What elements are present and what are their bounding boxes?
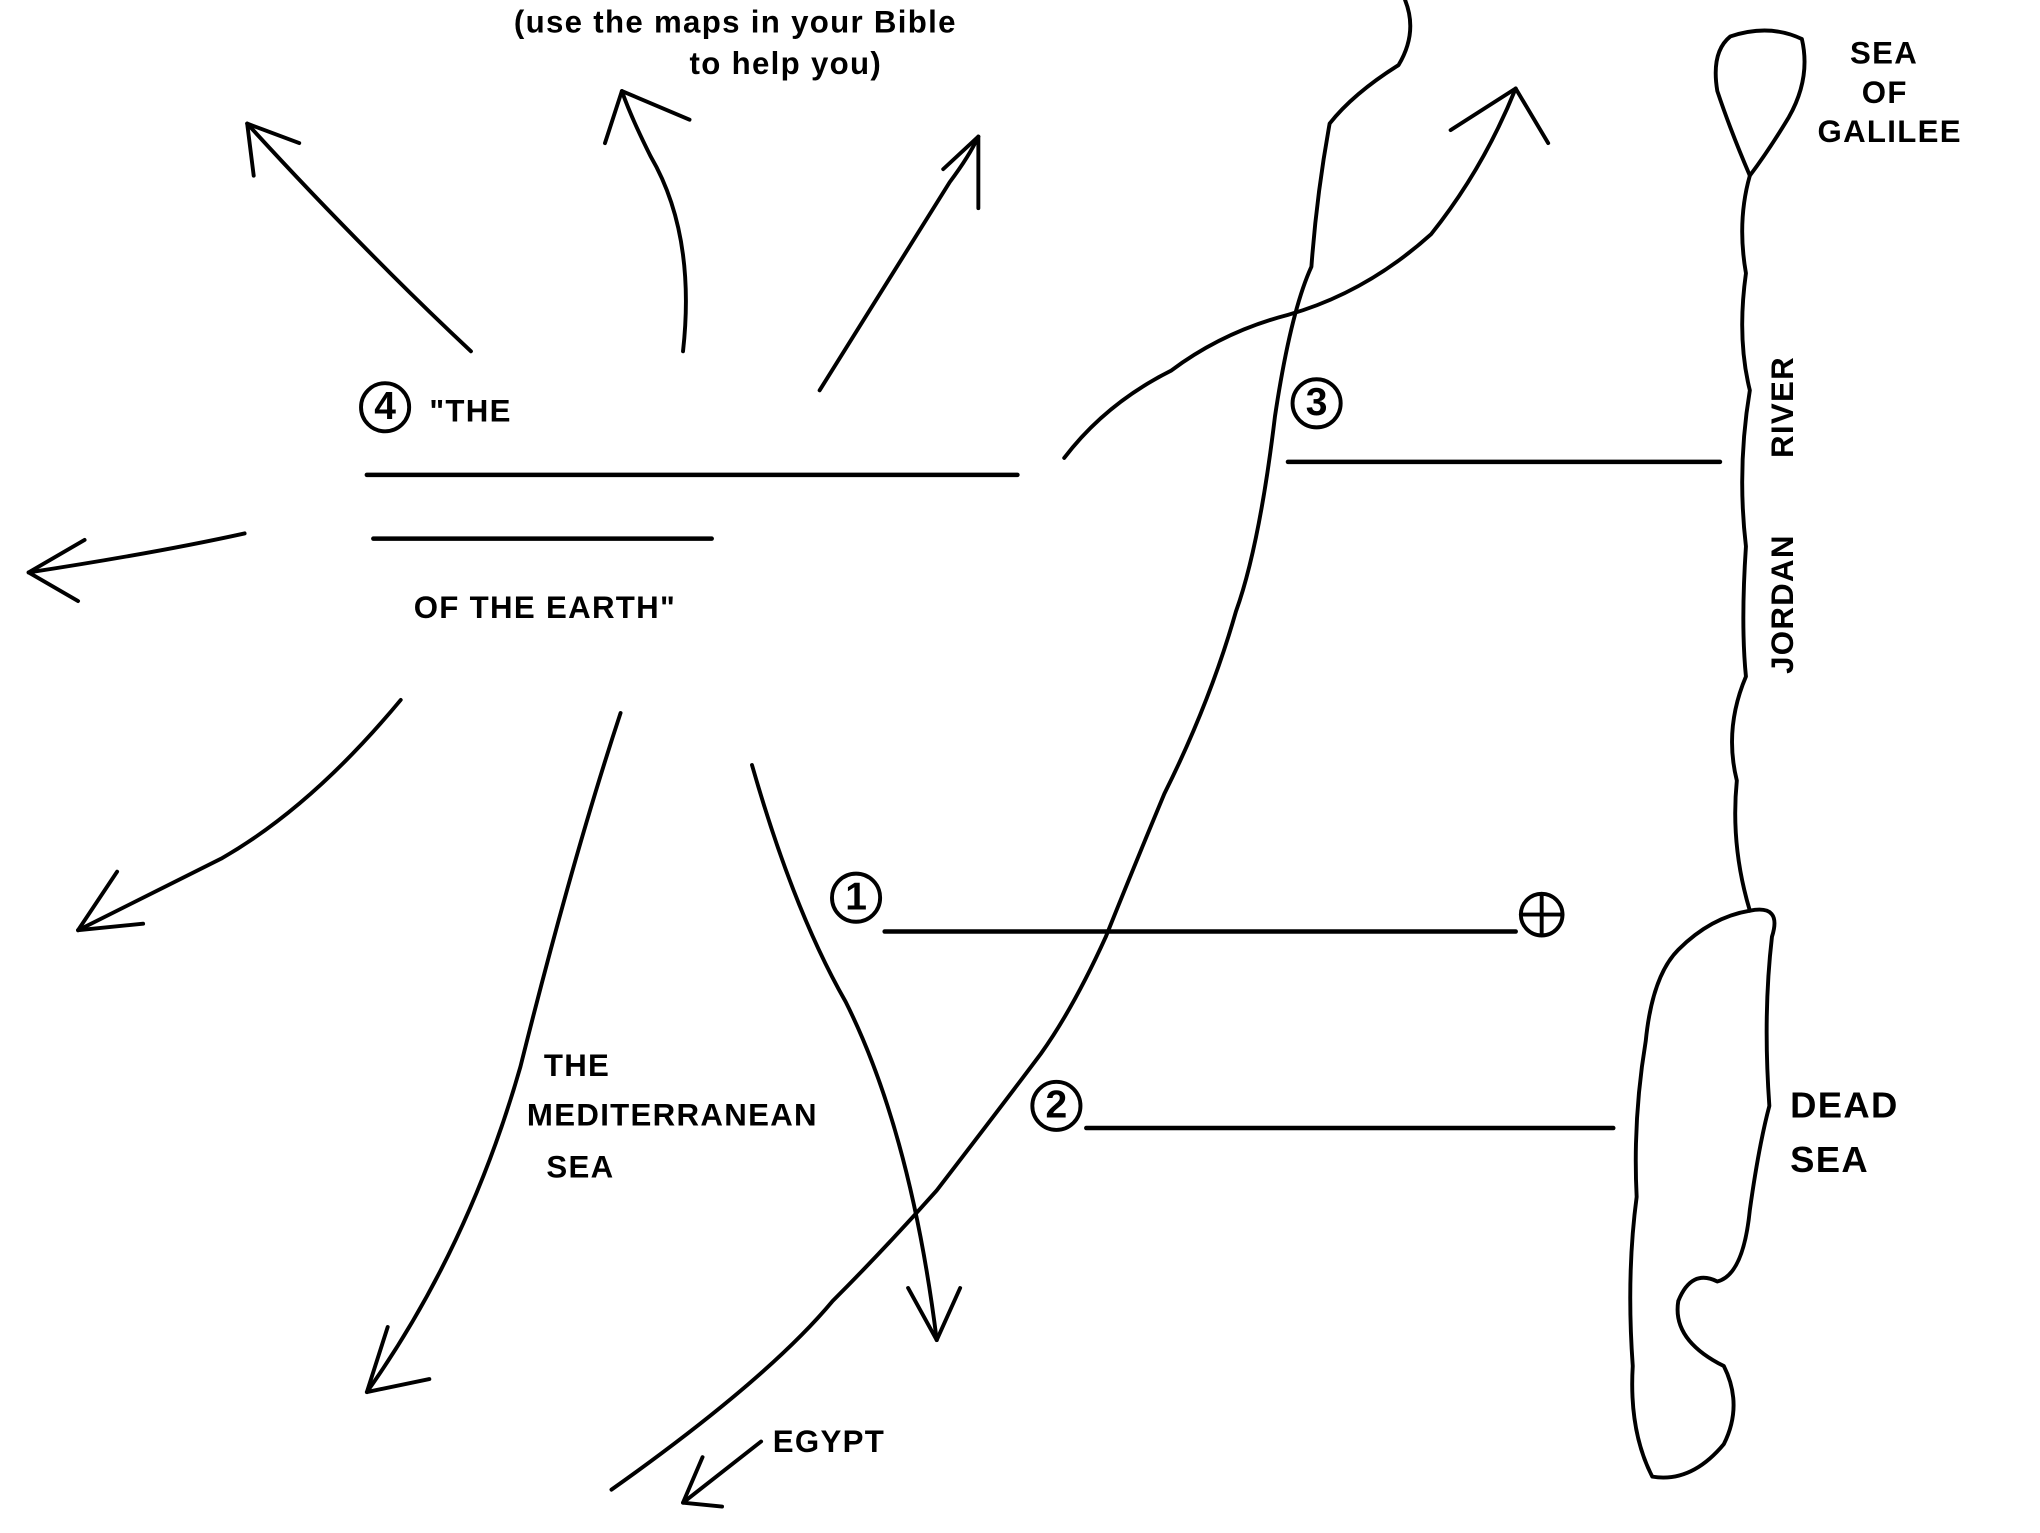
- label-sea-med: SEA: [546, 1150, 615, 1186]
- answer-lines: [364, 459, 1723, 1131]
- coastline: [609, 0, 1413, 1492]
- label-river: RIVER: [1765, 356, 1801, 458]
- blank-number-3: 3: [1290, 377, 1343, 430]
- label-mediterranean: MEDITERRANEAN: [526, 1098, 818, 1134]
- label-galilee: GALILEE: [1817, 114, 1962, 150]
- blank-number-4: 4: [359, 381, 412, 434]
- label-jordan: JORDAN: [1765, 534, 1801, 674]
- label-dead: DEAD: [1790, 1085, 1899, 1126]
- blank-number-2: 2: [1030, 1079, 1083, 1132]
- blank-4-prefix: "THE: [429, 394, 512, 430]
- blank-number-1: 1: [830, 871, 883, 924]
- circle-cross-icon: [1518, 891, 1565, 938]
- label-sea: SEA: [1850, 36, 1919, 72]
- arrow-head: [1448, 86, 1551, 146]
- label-the: THE: [543, 1048, 611, 1084]
- radiating-arrows: [26, 89, 981, 1509]
- label-egypt: EGYPT: [772, 1424, 886, 1460]
- instructions-line-2: to help you): [689, 46, 883, 82]
- dead-sea-shape: [1628, 907, 1777, 1480]
- sea-of-galilee-shape: [1713, 28, 1807, 178]
- label-of: OF: [1861, 75, 1908, 111]
- arrow-northeast-path: [1062, 86, 1518, 460]
- instructions-line-1: (use the maps in your Bible: [513, 5, 957, 41]
- blank-4-suffix: OF THE EARTH": [413, 590, 677, 626]
- label-dead-sea: SEA: [1790, 1139, 1869, 1181]
- jordan-river: [1730, 173, 1752, 913]
